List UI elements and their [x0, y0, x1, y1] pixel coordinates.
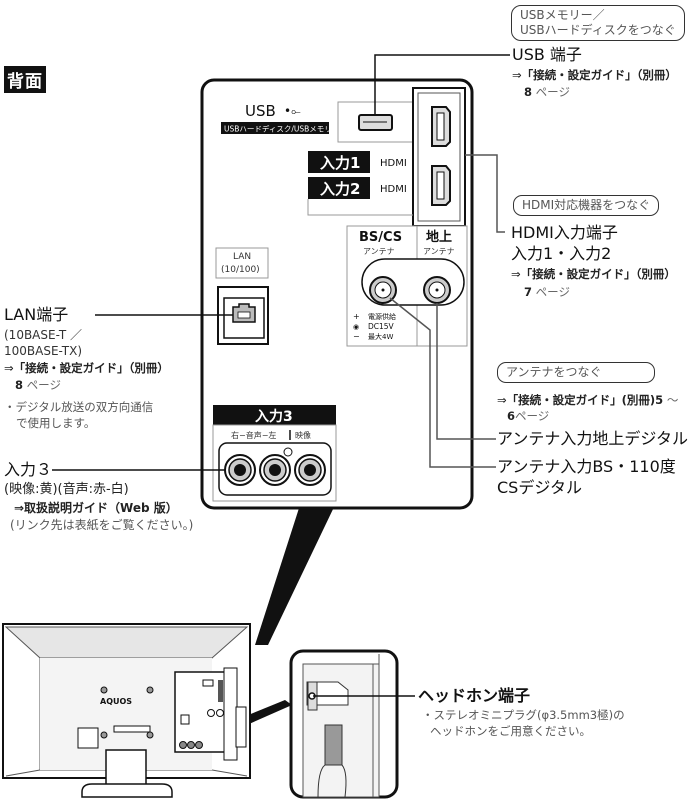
tv-rear-illustration: AQUOS	[2, 623, 251, 798]
usb-label: USB	[245, 102, 276, 120]
usb-page-ref: 8 ページ	[524, 85, 570, 99]
audio-label: 右−音声−左	[231, 430, 276, 440]
lan-note-line2: で使用します。	[16, 416, 96, 430]
terrestrial-leader-line	[436, 303, 496, 440]
tv-stand-base	[81, 783, 173, 798]
input2-hdmi-label: HDMI	[380, 184, 407, 195]
bscs-label: BS/CS	[359, 230, 402, 245]
terrestrial-label: 地上	[426, 229, 452, 245]
antenna-ref: ⇒「接続・設定ガイド」(別冊)5 〜	[497, 393, 679, 407]
usb-ref: ⇒「接続・設定ガイド」（別冊）	[512, 68, 677, 82]
antenna-terrestrial-title: アンテナ入力地上デジタル	[497, 429, 689, 448]
lan-ref: ⇒「接続・設定ガイド」（別冊）	[4, 361, 169, 375]
bscs-antenna-label: アンテナ	[363, 247, 395, 256]
lan-spec-line1: (10BASE-T ／	[4, 328, 82, 342]
lan-spec-line2: 100BASE-TX)	[4, 344, 83, 358]
antenna-connect-pill: アンテナをつなぐ	[497, 362, 655, 383]
antenna-bs-title-line2: CSデジタル	[497, 478, 583, 497]
antenna-page-ref: 6ページ	[507, 409, 550, 423]
rca-port-right-audio	[224, 454, 256, 486]
lan-speed-label: (10/100)	[221, 265, 260, 275]
hdmi-page-ref: 7 ページ	[524, 285, 570, 299]
headphone-note-line1: ・ステレオミニプラグ(φ3.5mm3極)の	[422, 708, 625, 722]
hdmi-connect-pill: HDMI対応機器をつなぐ	[513, 195, 660, 216]
hdmi-terminal-subtitle: 入力1・入力2	[511, 244, 612, 263]
bscs-leader-line	[389, 297, 496, 468]
antenna-bs-title: アンテナ入力BS・110度	[497, 457, 676, 476]
headphone-inset	[289, 649, 415, 799]
headphone-note-line2: ヘッドホンをご用意ください。	[430, 724, 591, 738]
lan-terminal-title: LAN端子	[4, 305, 69, 324]
input3-label: 入力3	[255, 408, 293, 425]
svg-text:+: +	[353, 312, 360, 321]
input3-spec: (映像:黄)(音声:赤-白)	[4, 482, 129, 497]
input3-title: 入力３	[4, 460, 53, 479]
hdmi-terminal-title: HDMI入力端子	[511, 223, 618, 242]
input2-label: 入力2	[320, 180, 360, 198]
zoom-pointer	[255, 505, 335, 645]
rear-panel-outline	[200, 78, 474, 510]
rca-port-left-audio	[259, 454, 291, 486]
power-max-label: 最大4W	[368, 332, 393, 341]
lan-label: LAN	[233, 252, 251, 262]
video-label: 映像	[295, 430, 311, 440]
tv-logo: AQUOS	[100, 697, 132, 706]
usb-leader-line	[374, 54, 510, 115]
svg-text:−: −	[353, 332, 360, 341]
hdmi-leader-line	[465, 154, 505, 233]
input3-note: (リンク先は表紙をご覧ください。)	[10, 518, 194, 532]
lan-note-line1: ・デジタル放送の双方向通信	[4, 400, 154, 414]
usb-connect-pill: USBメモリー／ USBハードディスクをつなぐ	[511, 5, 685, 41]
input3-ref: ⇒取扱説明ガイド（Web 版）	[14, 501, 178, 515]
lan-page-ref: 8 ページ	[15, 378, 61, 392]
input1-label: 入力1	[320, 154, 360, 172]
usb-terminal-title: USB 端子	[512, 45, 582, 64]
headphone-terminal-title: ヘッドホン端子	[418, 686, 531, 705]
power-voltage-label: DC15V	[368, 322, 395, 331]
usb-pill-line1: USBメモリー／	[520, 8, 605, 22]
usb-sublabel: USBハードディスク/USBメモリー用	[224, 124, 347, 134]
svg-text:◉: ◉	[353, 323, 359, 331]
tv-stand-neck	[105, 749, 147, 786]
input1-hdmi-label: HDMI	[380, 158, 407, 169]
section-title-badge: 背面	[4, 66, 46, 93]
usb-sublabel-bg	[221, 122, 329, 134]
rca-port-video	[294, 454, 326, 486]
hdmi-ref: ⇒「接続・設定ガイド」（別冊）	[511, 267, 676, 281]
terrestrial-antenna-label: アンテナ	[423, 247, 455, 256]
power-supply-label: 電源供給	[368, 312, 396, 321]
usb-symbol-icon: •⟜	[284, 104, 301, 118]
usb-pill-line2: USBハードディスクをつなぐ	[520, 23, 676, 37]
